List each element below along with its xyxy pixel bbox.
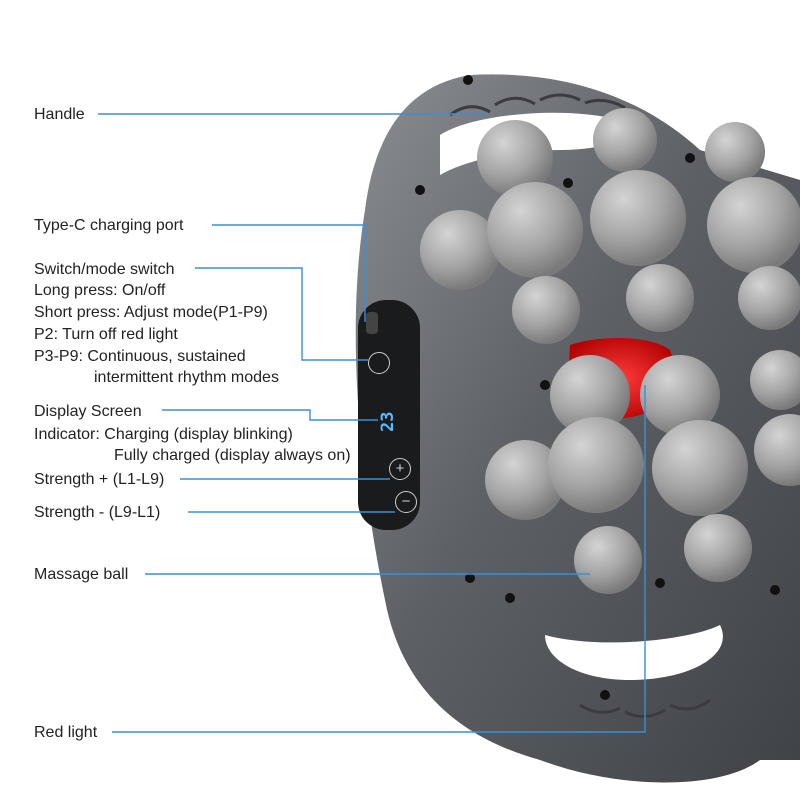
label-short-press: Short press: Adjust mode(P1-P9) — [34, 304, 268, 321]
label-indicator-line1: Indicator: Charging (display blinking) — [34, 426, 293, 443]
plus-icon: + — [395, 460, 405, 477]
type-c-port — [366, 312, 378, 334]
strength-plus-button[interactable]: + — [389, 458, 411, 480]
handle-opening-bottom — [545, 625, 723, 680]
display-digits: 23 — [378, 411, 398, 432]
label-red-light: Red light — [34, 724, 98, 741]
label-p3-p9-line1: P3-P9: Continuous, sustained — [34, 348, 246, 365]
label-massage-ball: Massage ball — [34, 566, 129, 583]
display-screen: 23 — [374, 408, 402, 440]
label-p3-p9-line2: intermittent rhythm modes — [94, 369, 279, 386]
mode-button[interactable] — [368, 352, 390, 374]
label-strength-plus: Strength + (L1-L9) — [34, 471, 165, 488]
label-long-press: Long press: On/off — [34, 282, 166, 299]
leader-lines — [98, 113, 646, 733]
label-type-c: Type-C charging port — [34, 217, 184, 234]
strength-minus-button[interactable]: − — [395, 491, 417, 513]
massage-balls — [420, 108, 800, 594]
minus-icon: − — [401, 493, 411, 510]
label-p2: P2: Turn off red light — [34, 326, 178, 343]
label-indicator-line2: Fully charged (display always on) — [114, 447, 351, 464]
label-strength-minus: Strength - (L9-L1) — [34, 504, 161, 521]
label-display-screen: Display Screen — [34, 403, 142, 420]
label-switch-title: Switch/mode switch — [34, 261, 175, 278]
label-handle: Handle — [34, 106, 85, 123]
